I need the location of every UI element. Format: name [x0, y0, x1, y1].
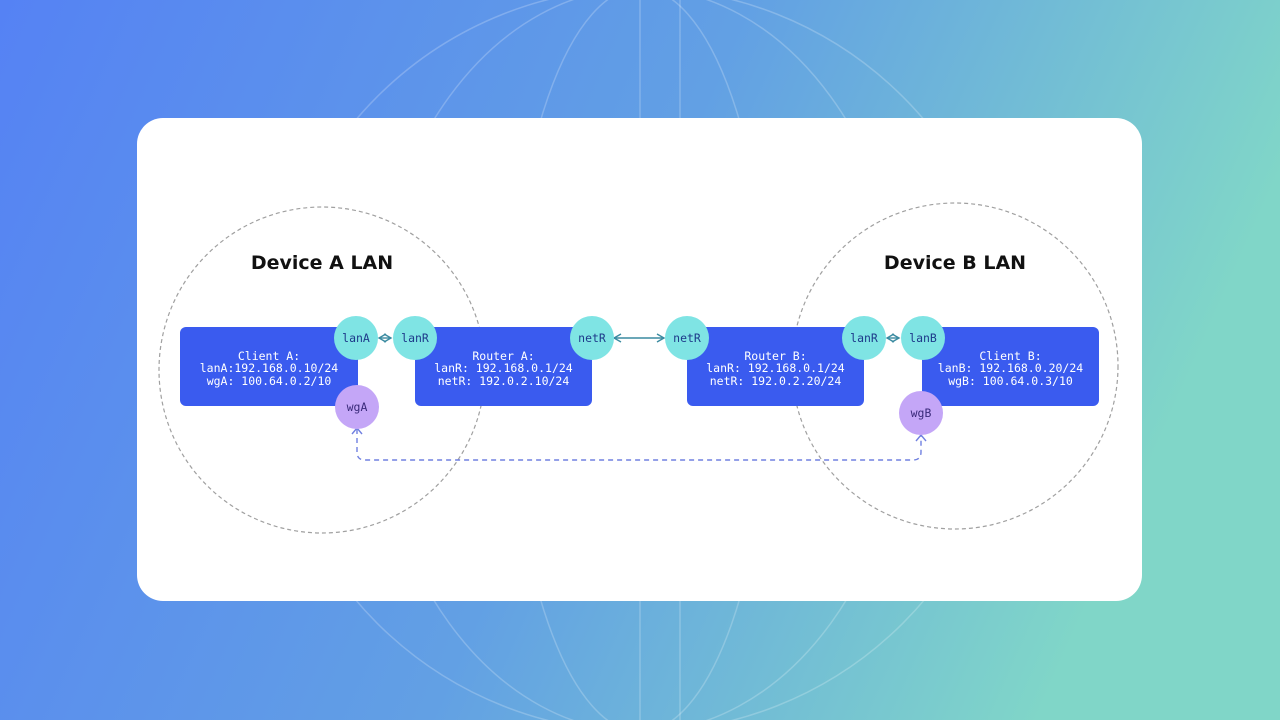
- client-b-box[interactable]: Client B: lanB: 192.168.0.20/24 wgB: 100…: [922, 327, 1099, 406]
- client-b-name: Client B:: [979, 348, 1042, 363]
- client-b-lan-address: lanB: 192.168.0.20/24: [937, 361, 1084, 376]
- port-lanr-a[interactable]: lanR: [393, 316, 437, 360]
- client-a-name: Client A:: [237, 348, 301, 363]
- client-b-wg-address: wgB: 100.64.0.3/10: [948, 373, 1073, 388]
- port-lanb[interactable]: lanB: [901, 316, 945, 360]
- port-netr-b[interactable]: netR: [665, 316, 709, 360]
- router-a-lan-address: lanR: 192.168.0.1/24: [434, 361, 573, 376]
- router-b-box[interactable]: Router B: lanR: 192.168.0.1/24 netR: 192…: [687, 327, 864, 406]
- port-wga[interactable]: wgA: [335, 385, 379, 429]
- router-b-name: Router B:: [744, 348, 807, 363]
- device-b-lan-title: Device B LAN: [883, 252, 1027, 274]
- port-netr-a[interactable]: netR: [570, 316, 614, 360]
- router-a-box[interactable]: Router A: lanR: 192.168.0.1/24 netR: 192…: [415, 327, 592, 406]
- client-a-lan-address: lanA:192.168.0.10/24: [199, 361, 339, 376]
- port-lana[interactable]: lanA: [334, 316, 378, 360]
- port-wgb[interactable]: wgB: [899, 391, 943, 435]
- wireguard-tunnel: [351, 426, 927, 461]
- client-a-wg-address: wgA: 100.64.0.2/10: [206, 373, 332, 388]
- router-b-lan-address: lanR: 192.168.0.1/24: [706, 361, 845, 376]
- router-a-name: Router A:: [472, 348, 535, 363]
- router-b-net-address: netR: 192.0.2.20/24: [709, 373, 842, 388]
- router-a-net-address: netR: 192.0.2.10/24: [437, 373, 570, 388]
- device-a-lan-title: Device A LAN: [250, 252, 394, 274]
- diagram-card: Device A LAN Device B LAN Client A: lanA…: [137, 118, 1142, 601]
- client-a-box[interactable]: Client A: lanA:192.168.0.10/24 wgA: 100.…: [180, 327, 358, 406]
- port-lanr-b[interactable]: lanR: [842, 316, 886, 360]
